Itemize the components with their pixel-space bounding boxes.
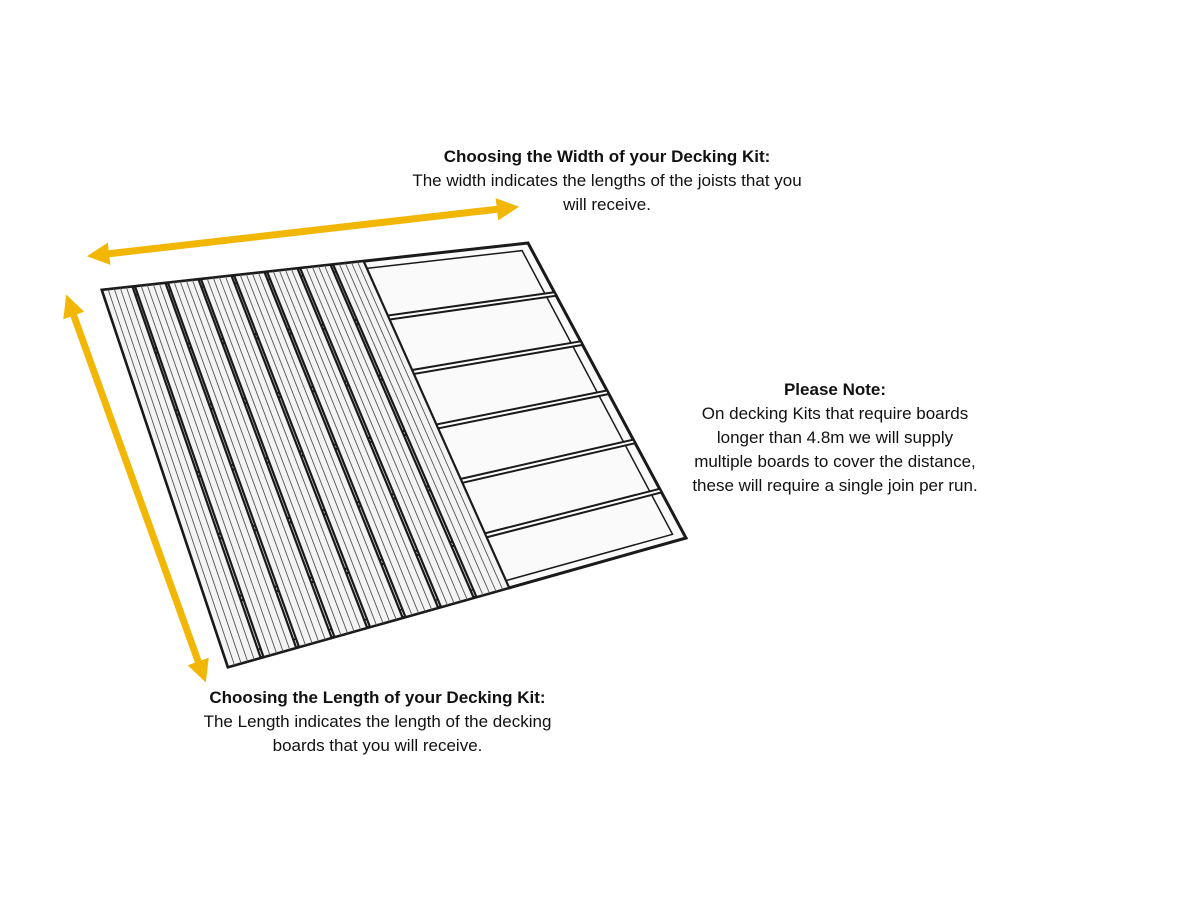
width-note-body: The width indicates the lengths of the j… <box>412 171 802 214</box>
decking-board <box>298 263 476 609</box>
width-arrow <box>86 198 520 265</box>
decking-board <box>265 267 440 619</box>
decking-board <box>199 274 369 639</box>
please-note-body: On decking Kits that require boards long… <box>692 404 978 495</box>
length-note-body: The Length indicates the length of the d… <box>203 712 552 755</box>
width-note-heading: Choosing the Width of your Decking Kit: <box>443 147 771 166</box>
please-note-heading: Please Note: <box>783 380 887 399</box>
width-note: Choosing the Width of your Decking Kit: … <box>402 145 812 217</box>
length-note-heading: Choosing the Length of your Decking Kit: <box>209 688 546 707</box>
please-note: Please Note: On decking Kits that requir… <box>690 378 980 498</box>
length-arrow <box>63 294 209 683</box>
length-note: Choosing the Length of your Decking Kit:… <box>180 686 575 758</box>
decking-board <box>232 270 405 629</box>
